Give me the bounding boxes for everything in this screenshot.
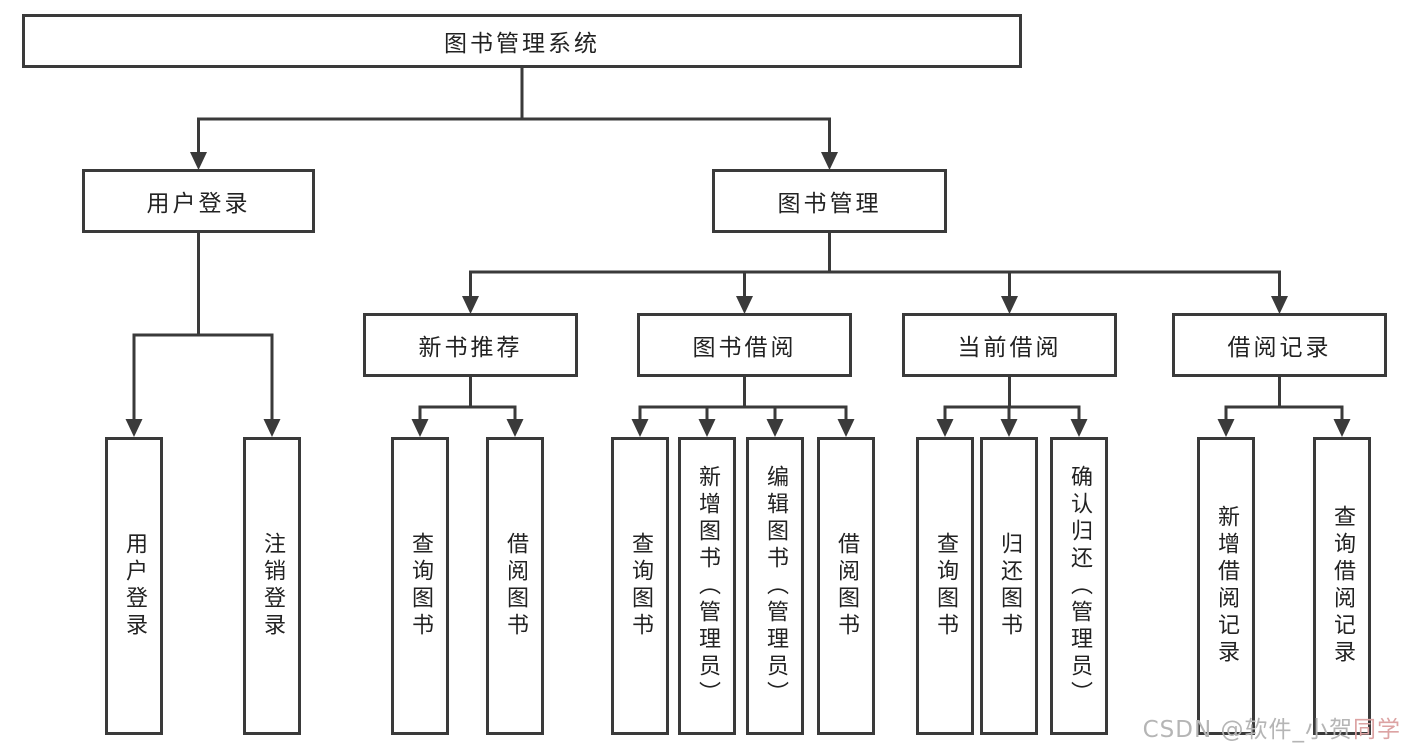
edge-book-management-to-modules	[469, 231, 1281, 297]
edge-borrowing-records-to-leaves	[1224, 376, 1344, 420]
watermark-suffix: 同学	[1353, 717, 1401, 743]
edge-user-login-to-leaves	[132, 231, 274, 420]
leaf-borrow-books-borrowing: 借阅图书	[817, 437, 875, 735]
arrowheads-new-book-recommendation-leaves	[411, 419, 524, 437]
leaf-label: 借阅图书	[834, 532, 859, 640]
edge-current-borrowing-to-leaves	[943, 376, 1081, 420]
arrowheads-modules	[462, 296, 1288, 314]
leaf-edit-book-admin: 编辑图书（管理员）	[746, 437, 804, 735]
leaf-label: 查询图书	[408, 532, 433, 640]
leaf-label: 用户登录	[122, 532, 147, 640]
leaf-query-books-current: 查询图书	[916, 437, 974, 735]
node-label: 新书推荐	[418, 335, 523, 361]
leaf-label: 确认归还（管理员）	[1067, 464, 1092, 708]
node-library-management-system: 图书管理系统	[22, 14, 1022, 68]
leaf-label: 注销登录	[260, 532, 285, 640]
arrowheads-branches	[190, 152, 838, 170]
leaf-label: 查询图书	[933, 532, 958, 640]
leaf-label: 编辑图书（管理员）	[763, 464, 788, 708]
node-book-borrowing: 图书借阅	[637, 313, 852, 377]
leaf-label: 查询图书	[628, 532, 653, 640]
node-current-borrowing: 当前借阅	[902, 313, 1117, 377]
node-borrowing-records: 借阅记录	[1172, 313, 1387, 377]
leaf-query-books-borrowing: 查询图书	[611, 437, 669, 735]
node-label: 当前借阅	[957, 335, 1062, 361]
arrowheads-book-borrowing-leaves	[631, 419, 855, 437]
leaf-query-books-recommendation: 查询图书	[391, 437, 449, 735]
leaf-add-borrow-record: 新增借阅记录	[1197, 437, 1255, 735]
leaf-borrow-books-recommendation: 借阅图书	[486, 437, 544, 735]
leaf-label: 归还图书	[997, 532, 1022, 640]
leaf-query-borrow-record: 查询借阅记录	[1313, 437, 1371, 735]
node-label: 图书借阅	[692, 335, 797, 361]
leaf-user-login: 用户登录	[105, 437, 163, 735]
edge-root-to-branches	[197, 67, 831, 153]
leaf-add-book-admin: 新增图书（管理员）	[678, 437, 736, 735]
arrowheads-borrowing-records-leaves	[1217, 419, 1351, 437]
node-user-login-branch: 用户登录	[82, 169, 315, 233]
leaf-label: 新增借阅记录	[1214, 505, 1239, 667]
watermark-text: CSDN @软件_小贺	[1142, 717, 1353, 743]
node-label: 图书管理	[777, 191, 882, 217]
csdn-watermark: CSDN @软件_小贺同学	[1143, 710, 1401, 744]
leaf-label: 新增图书（管理员）	[695, 464, 720, 708]
arrowheads-current-borrowing-leaves	[936, 419, 1088, 437]
edge-new-book-recommendation-to-leaves	[418, 376, 517, 420]
node-label: 用户登录	[146, 191, 251, 217]
arrowheads-user-login-leaves	[125, 419, 281, 437]
edge-book-borrowing-to-leaves	[638, 376, 848, 420]
leaf-return-book: 归还图书	[980, 437, 1038, 735]
leaf-logout: 注销登录	[243, 437, 301, 735]
node-label: 借阅记录	[1227, 335, 1332, 361]
leaf-confirm-return-admin: 确认归还（管理员）	[1050, 437, 1108, 735]
node-label: 图书管理系统	[444, 31, 600, 57]
leaf-label: 借阅图书	[503, 532, 528, 640]
node-new-book-recommendation: 新书推荐	[363, 313, 578, 377]
leaf-label: 查询借阅记录	[1330, 505, 1355, 667]
node-book-management: 图书管理	[712, 169, 947, 233]
